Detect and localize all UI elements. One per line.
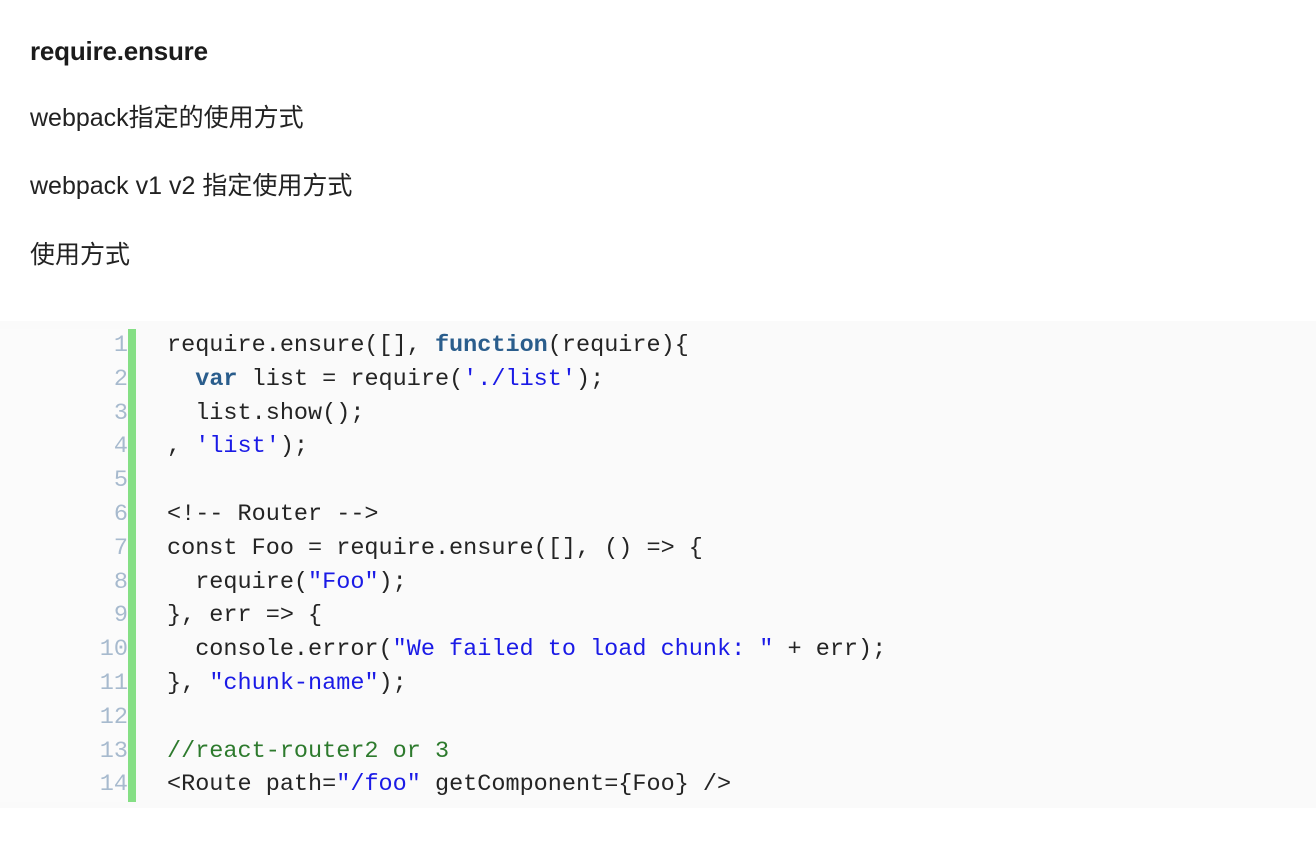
code-token-plain: <!-- Router --> [167, 500, 379, 528]
code-token-keyword: function [434, 331, 548, 359]
code-token-keyword: var [195, 365, 238, 393]
code-token-plain: list = require( [237, 365, 464, 393]
paragraph-2: webpack v1 v2 指定使用方式 [30, 172, 353, 201]
code-token-plain: list.show(); [167, 399, 365, 427]
code-line-number: 9 [113, 602, 128, 630]
code-line: const Foo = require.ensure([], () => { [167, 532, 1316, 566]
code-token-plain: ); [378, 669, 407, 697]
code-token-plain: }, err => { [167, 602, 323, 630]
code-line-number: 5 [113, 467, 128, 495]
code-line-number: 10 [99, 636, 128, 664]
code-token-string: './list' [463, 365, 576, 393]
code-token-string: "Foo" [308, 568, 379, 596]
code-line-number: 11 [99, 669, 128, 697]
code-line: }, "chunk-name"); [167, 667, 1316, 701]
code-token-plain: getComponent={Foo} /> [420, 771, 732, 799]
code-line-number: 6 [113, 500, 128, 528]
code-line: require("Foo"); [167, 566, 1316, 600]
code-line-number: 4 [113, 433, 128, 461]
code-token-plain: console.error( [167, 636, 393, 664]
document-root: require.ensure webpack指定的使用方式 webpack v1… [0, 36, 1316, 809]
code-line: }, err => { [167, 599, 1316, 633]
code-token-comment: //react-router2 or 3 [167, 737, 450, 765]
code-line: require.ensure([], function(require){ [167, 329, 1316, 363]
code-token-plain: const Foo = require.ensure([], () => { [167, 534, 703, 562]
code-token-plain: require.ensure([], [167, 331, 435, 359]
code-line-number: 13 [99, 737, 128, 765]
code-token-plain: (require){ [547, 331, 689, 359]
code-token-plain: ); [279, 433, 309, 461]
code-token-plain: require( [167, 568, 309, 596]
code-line: , 'list'); [167, 430, 1316, 464]
code-token-plain: ); [576, 365, 605, 393]
code-line-number: 14 [99, 771, 128, 799]
code-token-plain: ); [378, 568, 407, 596]
code-line: <Route path="/foo" getComponent={Foo} /> [167, 768, 1316, 802]
paragraph-3: 使用方式 [30, 240, 131, 269]
code-line [167, 701, 1316, 735]
code-content[interactable]: require.ensure([], function(require){ va… [136, 328, 1316, 803]
code-token-plain: <Route path= [167, 771, 337, 799]
paragraph-1: webpack指定的使用方式 [30, 104, 304, 133]
code-line-number: 8 [113, 568, 128, 596]
code-line-number: 3 [113, 399, 128, 427]
code-line [167, 464, 1316, 498]
code-line: var list = require('./list'); [167, 363, 1316, 397]
code-line-number: 7 [113, 534, 128, 562]
code-token-string: "chunk-name" [209, 669, 379, 697]
code-line: list.show(); [167, 397, 1316, 431]
page-title: require.ensure [30, 36, 208, 66]
code-token-plain: }, [167, 669, 210, 697]
code-token-string: "/foo" [336, 771, 421, 799]
code-line-number: 12 [99, 703, 128, 731]
code-line: //react-router2 or 3 [167, 735, 1316, 769]
code-line-number: 1 [113, 331, 128, 359]
code-token-plain [167, 366, 195, 393]
code-token-plain: , [167, 433, 196, 461]
code-line-number: 2 [113, 365, 128, 393]
code-line: console.error("We failed to load chunk: … [167, 633, 1316, 667]
code-line: <!-- Router --> [167, 498, 1316, 532]
code-token-string: 'list' [195, 433, 280, 461]
code-token-plain: + err); [773, 636, 887, 664]
code-token-string: "We failed to load chunk: " [392, 636, 774, 664]
